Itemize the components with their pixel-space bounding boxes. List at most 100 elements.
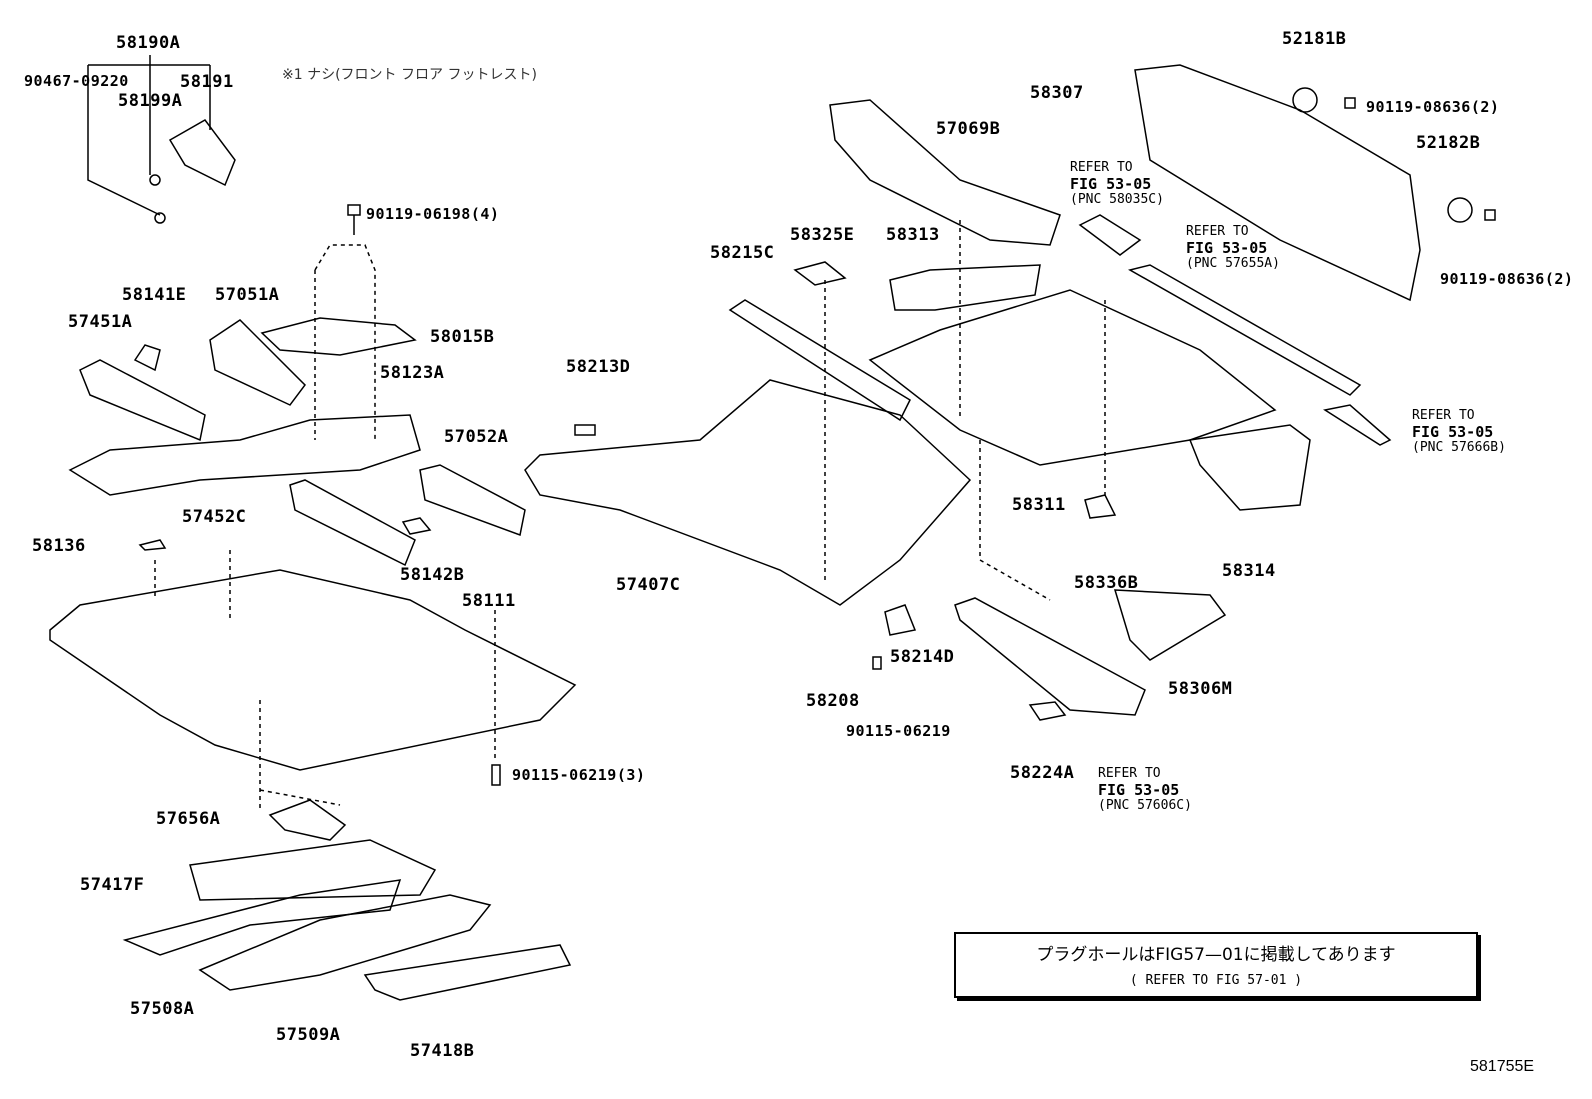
part-58325E	[793, 261, 847, 286]
part-label[interactable]: 57051A	[215, 285, 280, 305]
part-57509A	[198, 894, 492, 991]
ref-fig: FIG 53-05	[1186, 239, 1268, 257]
part-57407C	[524, 379, 972, 606]
part-label[interactable]: 57451A	[68, 312, 133, 332]
refer-57655A[interactable]: REFER TO FIG 53-05 (PNC 57655A)	[1186, 224, 1280, 272]
part-label[interactable]: 58111	[462, 591, 516, 611]
part-label[interactable]: 58314	[1222, 561, 1276, 581]
part-label[interactable]: 58208	[806, 691, 860, 711]
part-58215C	[728, 299, 911, 422]
part-label[interactable]: 58136	[32, 536, 86, 556]
part-label[interactable]: 58213D	[566, 357, 631, 377]
part-57051A	[209, 319, 306, 406]
part-label[interactable]: 57508A	[130, 999, 195, 1019]
part-label[interactable]: 90119-08636(2)	[1440, 270, 1574, 288]
part-label[interactable]: 58307	[1030, 83, 1084, 103]
ref-line: REFER TO	[1070, 160, 1133, 175]
part-label[interactable]: 58199A	[118, 91, 183, 111]
ref-fig: FIG 53-05	[1070, 175, 1152, 193]
part-label[interactable]: 58123A	[380, 363, 445, 383]
part-label[interactable]: 57052A	[444, 427, 509, 447]
ref-line: REFER TO	[1098, 766, 1161, 781]
part-58214D	[884, 604, 917, 636]
bolt-90115-06219-3	[491, 764, 501, 786]
part-57606C	[954, 597, 1146, 716]
refer-57606C[interactable]: REFER TO FIG 53-05 (PNC 57606C)	[1098, 766, 1192, 814]
part-label[interactable]: 58306M	[1168, 679, 1233, 699]
part-label[interactable]: 90119-06198(4)	[366, 205, 500, 223]
bolt-90115-06219	[872, 656, 882, 670]
part-label[interactable]: 58313	[886, 225, 940, 245]
part-58142B	[401, 517, 432, 535]
part-58123A	[68, 414, 421, 496]
part-58224A	[1028, 701, 1067, 721]
part-label[interactable]: 58015B	[430, 327, 495, 347]
part-58336B	[1084, 494, 1117, 519]
part-label[interactable]: 57407C	[616, 575, 681, 595]
bolt-90119-06198	[347, 204, 361, 235]
part-57451A	[79, 359, 206, 442]
part-label[interactable]: 58325E	[790, 225, 855, 245]
part-label[interactable]: 57418B	[410, 1041, 475, 1061]
part-label[interactable]: 58214D	[890, 647, 955, 667]
part-label[interactable]: 90115-06219	[846, 722, 951, 740]
ref-fig: FIG 53-05	[1412, 423, 1494, 441]
part-58311	[868, 289, 1277, 466]
ref-pnc: (PNC 57666B)	[1412, 440, 1506, 455]
part-label[interactable]: 58336B	[1074, 573, 1139, 593]
part-58307	[1134, 64, 1421, 302]
part-57656A	[268, 799, 347, 841]
figure-code: 581755E	[1470, 1058, 1535, 1075]
part-57666B	[1323, 404, 1392, 446]
part-label[interactable]: 57069B	[936, 119, 1001, 139]
part-58141E	[133, 344, 161, 372]
ref-line: REFER TO	[1186, 224, 1249, 239]
part-label[interactable]: 57656A	[156, 809, 221, 829]
part-58111	[49, 569, 577, 771]
part-57508A	[122, 879, 402, 956]
part-label[interactable]: 58224A	[1010, 763, 1075, 783]
part-58136	[138, 539, 167, 551]
part-label[interactable]: 90119-08636(2)	[1366, 98, 1500, 116]
part-57655A	[1128, 264, 1362, 396]
part-label[interactable]: 90467-09220	[24, 72, 129, 90]
bolt-90467	[154, 212, 166, 224]
part-label[interactable]: 58215C	[710, 243, 775, 263]
part-label[interactable]: 90115-06219(3)	[512, 766, 646, 784]
ref-fig: FIG 53-05	[1098, 781, 1180, 799]
part-58313	[889, 264, 1041, 311]
guide-lines-2	[154, 550, 496, 808]
guide-lines	[314, 244, 376, 440]
part-57417F	[189, 839, 437, 901]
part-label[interactable]: 57417F	[80, 875, 145, 895]
part-label[interactable]: 58190A	[116, 33, 181, 53]
note-footrest: ※1 ナシ(フロント フロア フットレスト)	[282, 67, 537, 83]
part-57052A	[419, 464, 526, 537]
refer-58035C[interactable]: REFER TO FIG 53-05 (PNC 58035C)	[1070, 160, 1164, 208]
part-58306M	[1113, 589, 1227, 661]
part-57452C	[289, 479, 416, 567]
part-label[interactable]: 58142B	[400, 565, 465, 585]
part-label[interactable]: 58191	[180, 72, 234, 92]
part-label[interactable]: 52182B	[1416, 133, 1481, 153]
ref-pnc: (PNC 58035C)	[1070, 192, 1164, 207]
refer-57666B[interactable]: REFER TO FIG 53-05 (PNC 57666B)	[1412, 408, 1506, 456]
part-label[interactable]: 57509A	[276, 1025, 341, 1045]
part-label[interactable]: 58141E	[122, 285, 187, 305]
part-label[interactable]: 57452C	[182, 507, 247, 527]
part-58035C	[1078, 214, 1142, 256]
part-58213D	[574, 424, 596, 436]
part-58191	[168, 119, 236, 187]
part-58314	[1188, 424, 1311, 511]
ref-pnc: (PNC 57606C)	[1098, 798, 1192, 813]
part-label[interactable]: 58311	[1012, 495, 1066, 515]
notice-japanese: プラグホールはFIG57—01に掲載してあります	[1036, 945, 1396, 965]
ref-pnc: (PNC 57655A)	[1186, 256, 1280, 271]
part-57069B	[829, 99, 1061, 246]
ref-line: REFER TO	[1412, 408, 1475, 423]
guide-lines-4	[959, 220, 1106, 601]
part-label[interactable]: 52181B	[1282, 29, 1347, 49]
part-52182B	[1447, 197, 1473, 223]
